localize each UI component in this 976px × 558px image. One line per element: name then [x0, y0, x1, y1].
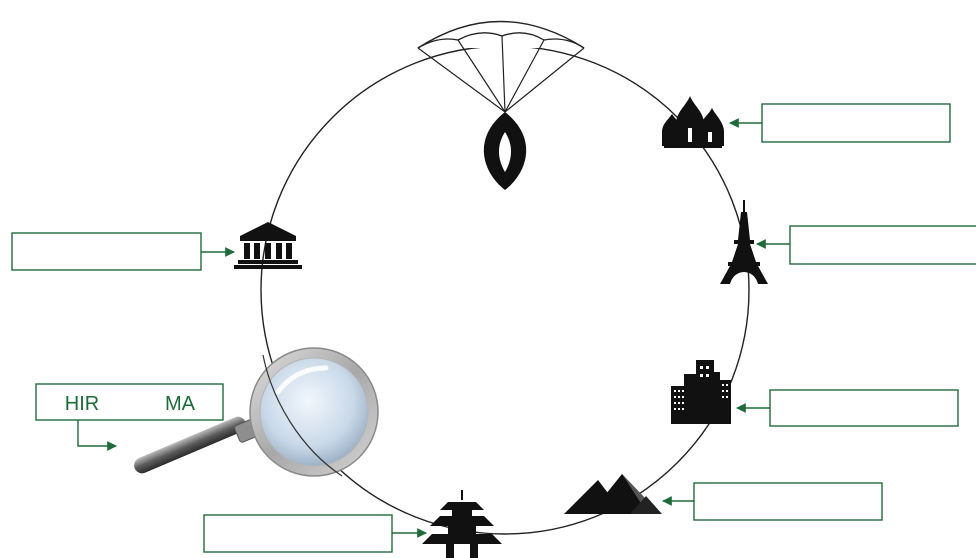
greek-temple-icon	[234, 222, 302, 269]
onion-domes-icon	[662, 96, 724, 148]
hint-box-left-text: HIR	[65, 393, 99, 415]
hint-box[interactable]: HIR MA	[36, 384, 223, 420]
skyscrapers-icon	[671, 360, 731, 424]
label-box-city[interactable]	[770, 390, 958, 426]
hint-box-right-text: MA	[165, 393, 196, 415]
label-box-pagoda[interactable]	[204, 515, 392, 552]
pyramids-icon	[564, 474, 662, 514]
label-box-pyramids[interactable]	[694, 483, 882, 520]
label-box-domes[interactable]	[762, 104, 950, 142]
parachute-icon	[418, 22, 584, 191]
label-box-temple[interactable]	[12, 233, 201, 270]
arrow-to-magnifier	[78, 420, 116, 446]
pagoda-icon	[422, 490, 502, 558]
eiffel-tower-icon	[720, 200, 768, 284]
label-box-eiffel[interactable]	[790, 226, 976, 264]
